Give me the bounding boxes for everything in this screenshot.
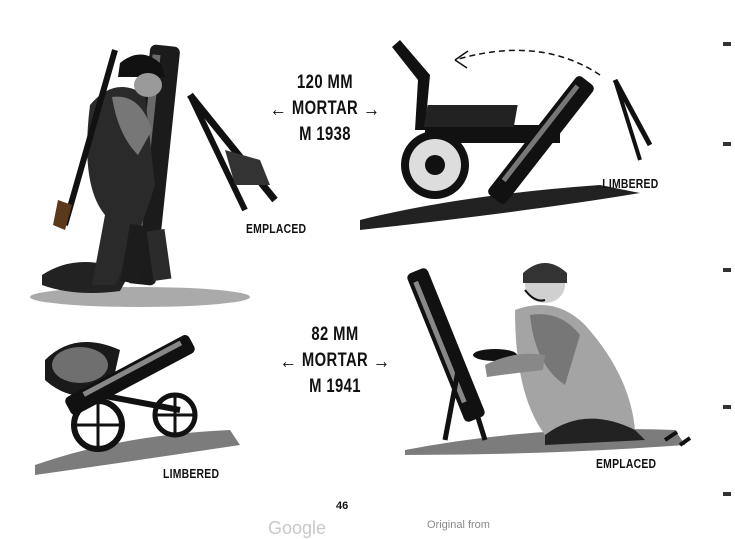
caption-top-limbered: . LIMBERED: [596, 176, 659, 191]
soldier-emplaced-mortar-120-illustration: [30, 44, 278, 307]
mortar-120-type: MORTAR: [291, 98, 359, 119]
mortar-82-type: MORTAR: [301, 350, 369, 371]
mortar-82-label-row: ← MORTAR →: [261, 348, 409, 374]
mortar-82-caliber: 82 MM: [311, 324, 359, 345]
arrow-right-icon: →: [362, 96, 381, 121]
mortar-120-label-row: ← MORTAR →: [251, 96, 399, 122]
scan-edge-mark: [723, 492, 731, 496]
caption-bottom-limbered: LIMBERED: [163, 466, 220, 481]
scan-edge-mark: [723, 142, 731, 146]
mortar-82-model: M 1941: [309, 376, 361, 397]
arrow-left-icon: ←: [279, 348, 298, 373]
scan-edge-mark: [723, 268, 731, 272]
caption-bottom-emplaced: EMPLACED: [596, 456, 657, 471]
scan-edge-mark: [723, 405, 731, 409]
mortar-120-label: 120 MM ← MORTAR → M 1938: [251, 70, 399, 148]
mortar-82-label: 82 MM ← MORTAR → M 1941: [261, 322, 409, 400]
arrow-left-icon: ←: [269, 96, 288, 121]
arrow-right-icon: →: [372, 348, 391, 373]
google-watermark: Google: [268, 518, 327, 538]
scan-edge-mark: [723, 42, 731, 46]
mortar-120-limbered-illustration: [360, 40, 653, 230]
page-number: 46: [336, 500, 349, 512]
mortar-120-caliber: 120 MM: [297, 72, 353, 93]
mortar-120-model: M 1938: [299, 124, 351, 145]
mortar-82-limbered-illustration: [35, 335, 240, 475]
original-from-text: Original from: [427, 519, 490, 531]
caption-top-emplaced: EMPLACED: [246, 221, 307, 236]
soldier-emplaced-mortar-82-illustration: [405, 263, 692, 455]
